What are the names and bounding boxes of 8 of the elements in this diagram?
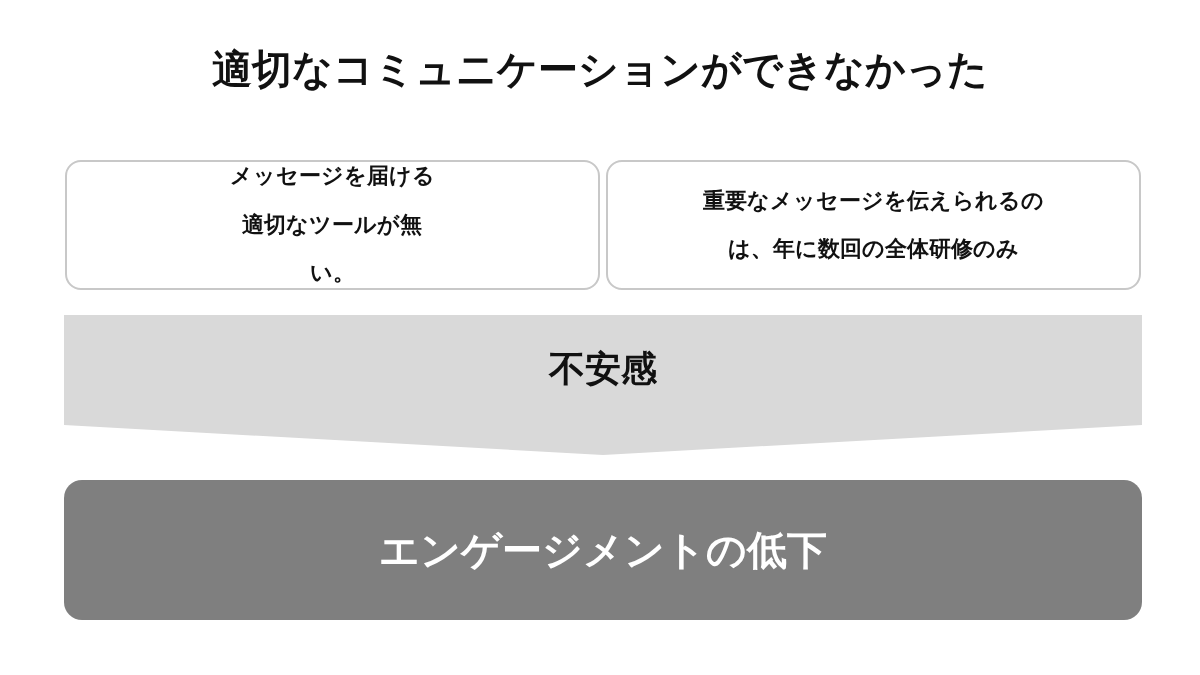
band-label: 不安感 [549, 347, 657, 391]
cause-text: 重要なメッセージを伝えられるのは、年に数回の全体研修のみ [702, 186, 1045, 263]
cause-text: メッセージを届ける適切なツールが無い。 [229, 162, 436, 288]
title: 適切なコミュニケーションができなかった [211, 45, 989, 94]
cause-box [606, 160, 1141, 290]
result-text: エンゲージメントの低下 [379, 525, 827, 575]
result-box [64, 480, 1142, 620]
cause-box [65, 160, 600, 290]
